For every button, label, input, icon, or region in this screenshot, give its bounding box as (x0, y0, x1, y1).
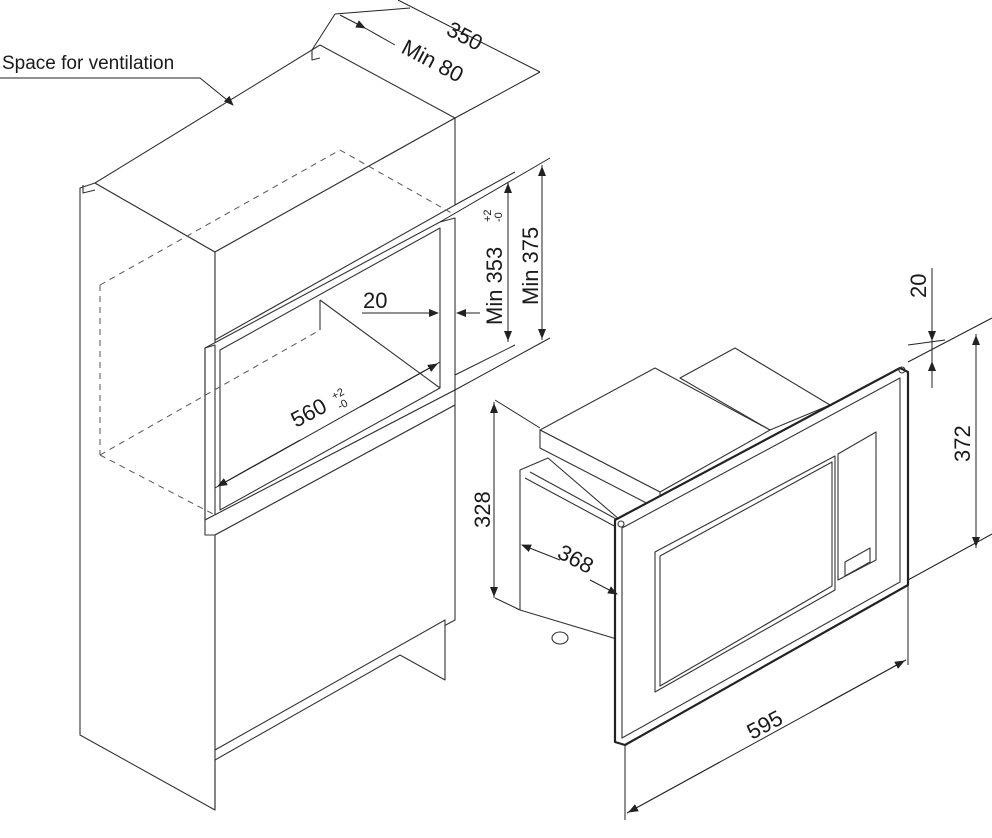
tol-353-plus: +2 (482, 209, 494, 222)
appliance-foot (551, 631, 569, 645)
cabinet-left-side (79, 182, 216, 811)
label-min-375: Min 375 (518, 227, 543, 305)
display-icon (844, 547, 871, 577)
tol-560-plus: +2 (330, 386, 347, 402)
plinth (214, 619, 446, 761)
appliance (519, 347, 910, 747)
label-depth-350: 350 (443, 16, 487, 55)
labels: Space for ventilation 350 Min 80 Min 353… (2, 16, 975, 744)
door-window (654, 455, 836, 693)
label-height-328: 328 (470, 491, 495, 528)
control-panel (837, 431, 877, 581)
label-min-353: Min 353 (482, 247, 507, 325)
label-offset-20: 20 (906, 274, 931, 298)
label-ventilation: Space for ventilation (2, 53, 174, 74)
label-width-595: 595 (743, 705, 787, 744)
label-height-372: 372 (950, 425, 975, 462)
cabinet (79, 44, 456, 811)
dimensions (0, 0, 992, 820)
tol-353-minus: -0 (493, 212, 505, 222)
label-gap-20: 20 (363, 288, 387, 313)
lower-cabinet-front (214, 404, 456, 751)
